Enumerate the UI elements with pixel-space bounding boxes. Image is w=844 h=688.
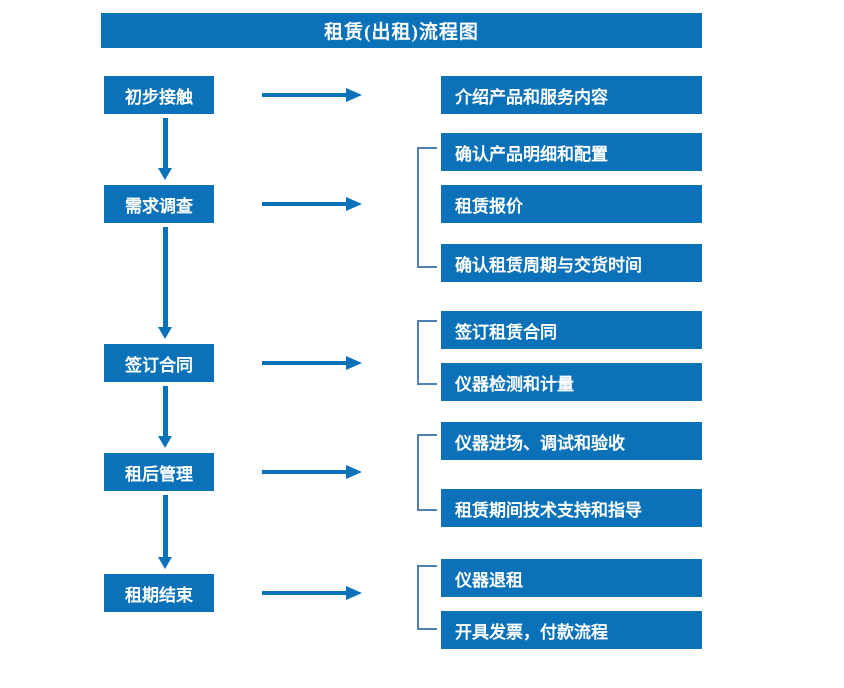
arrow-head-icon	[158, 168, 172, 180]
arrow-shaft	[262, 470, 348, 474]
arrow-head-icon	[346, 465, 362, 479]
detail-box-9[interactable]: 仪器退租	[441, 559, 702, 597]
arrow-head-icon	[346, 197, 362, 211]
detail-box-4[interactable]: 确认租赁周期与交货时间	[441, 244, 702, 282]
vertical-arrow-2	[158, 227, 172, 340]
detail-box-7[interactable]: 仪器进场、调试和验收	[441, 422, 702, 460]
arrow-shaft	[163, 495, 168, 557]
page-title: 租赁(出租)流程图	[101, 13, 702, 48]
horizontal-arrow-2	[262, 197, 362, 211]
vertical-arrow-1	[158, 118, 172, 181]
vertical-arrow-4	[158, 495, 172, 570]
stage-box-1[interactable]: 初步接触	[104, 76, 214, 114]
detail-box-6[interactable]: 仪器检测和计量	[441, 363, 702, 401]
group-bracket-2	[417, 320, 437, 385]
arrow-shaft	[262, 202, 348, 206]
horizontal-arrow-3	[262, 356, 362, 370]
arrow-shaft	[262, 93, 348, 97]
stage-box-5[interactable]: 租期结束	[104, 574, 214, 612]
stage-box-2[interactable]: 需求调查	[104, 185, 214, 223]
arrow-shaft	[262, 591, 348, 595]
arrow-shaft	[163, 386, 168, 436]
detail-box-8[interactable]: 租赁期间技术支持和指导	[441, 489, 702, 527]
detail-box-2[interactable]: 确认产品明细和配置	[441, 133, 702, 171]
stage-box-4[interactable]: 租后管理	[104, 453, 214, 491]
stage-box-3[interactable]: 签订合同	[104, 344, 214, 382]
arrow-head-icon	[346, 586, 362, 600]
detail-box-3[interactable]: 租赁报价	[441, 185, 702, 223]
horizontal-arrow-4	[262, 465, 362, 479]
arrow-head-icon	[158, 557, 172, 569]
detail-box-5[interactable]: 签订租赁合同	[441, 311, 702, 349]
horizontal-arrow-1	[262, 88, 362, 102]
group-bracket-1	[417, 147, 437, 268]
horizontal-arrow-5	[262, 586, 362, 600]
arrow-head-icon	[346, 88, 362, 102]
arrow-head-icon	[158, 327, 172, 339]
arrow-head-icon	[158, 436, 172, 448]
group-bracket-3	[417, 434, 437, 511]
vertical-arrow-3	[158, 386, 172, 449]
group-bracket-4	[417, 565, 437, 630]
detail-box-1[interactable]: 介绍产品和服务内容	[441, 76, 702, 114]
arrow-shaft	[163, 118, 168, 168]
arrow-shaft	[163, 227, 168, 327]
arrow-head-icon	[346, 356, 362, 370]
arrow-shaft	[262, 361, 348, 365]
detail-box-10[interactable]: 开具发票，付款流程	[441, 611, 702, 649]
